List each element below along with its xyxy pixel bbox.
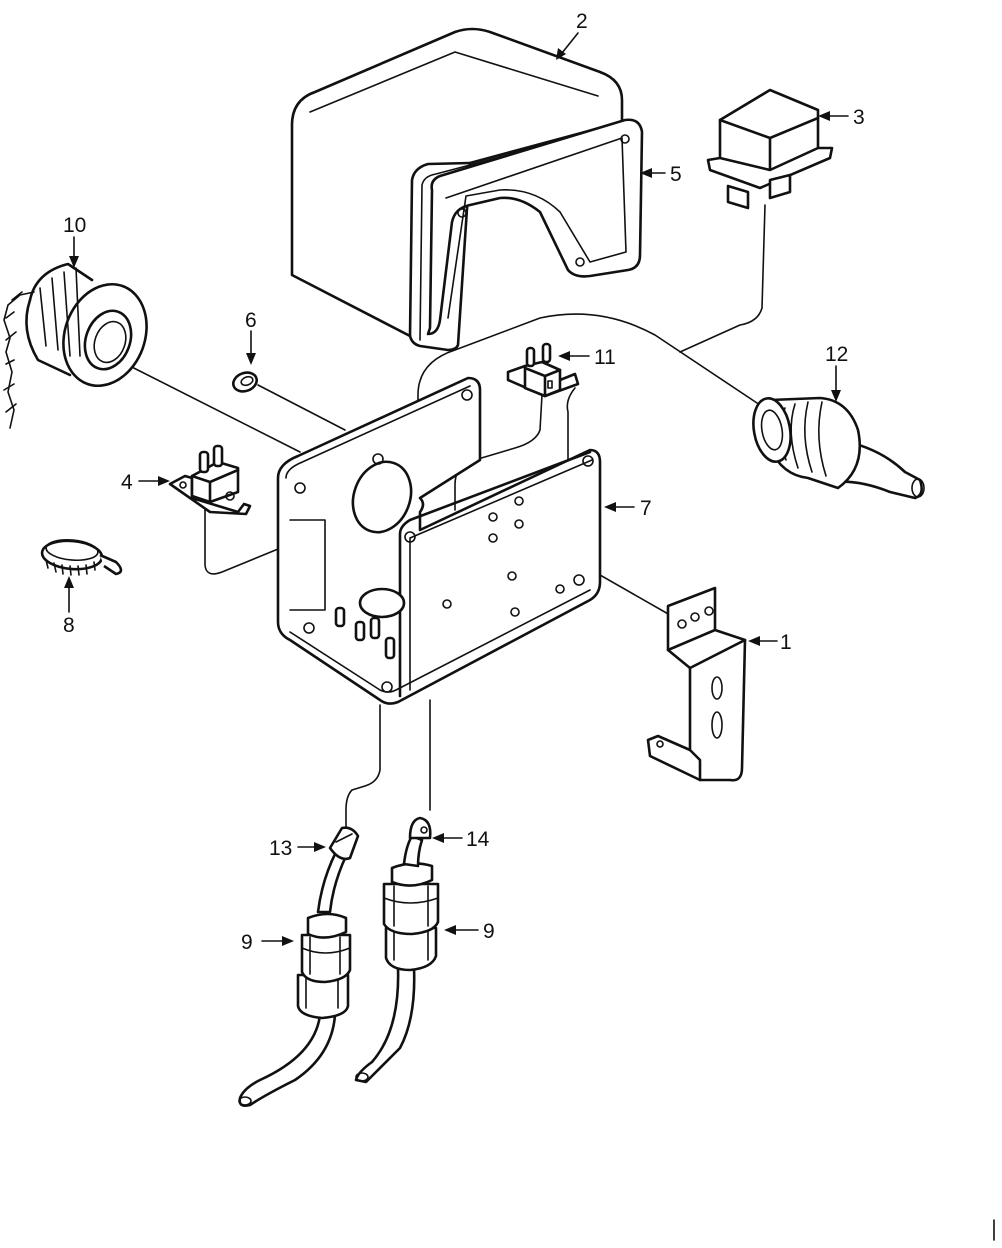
- grommet-part-6: [232, 371, 258, 393]
- relay-part-3: [706, 88, 834, 210]
- callout-11: 11: [594, 346, 616, 369]
- cable-assembly-left: [238, 826, 360, 1107]
- callout-12: 12: [825, 343, 848, 366]
- callout-5: 5: [670, 163, 682, 186]
- switch-part-4: [168, 444, 252, 516]
- callout-labels: 1 2 3 4 5 6 7 8 9 9 10 11 12 13 14: [63, 10, 865, 954]
- callout-1: 1: [780, 631, 792, 654]
- callout-7: 7: [640, 497, 652, 520]
- callout-13: 13: [269, 837, 292, 860]
- switch-part-11: [506, 342, 580, 398]
- callout-14: 14: [466, 828, 490, 851]
- callout-2: 2: [576, 10, 588, 33]
- connector-part-12: [752, 396, 925, 500]
- gasket-part-5: [426, 118, 644, 336]
- callout-8: 8: [63, 614, 75, 637]
- callout-6: 6: [245, 309, 257, 332]
- callout-9-left: 9: [241, 931, 253, 954]
- wiring-lines: [117, 204, 766, 829]
- callout-4: 4: [121, 471, 133, 494]
- callout-10: 10: [63, 214, 86, 237]
- cable-assembly-right: [354, 816, 440, 1084]
- cap-part-10: [3, 262, 148, 429]
- callout-9-right: 9: [483, 920, 495, 943]
- box-part-7: [276, 376, 602, 705]
- callout-3: 3: [853, 106, 865, 129]
- clamp-part-8: [40, 538, 123, 576]
- bracket-part-1: [646, 586, 747, 782]
- callout-leaders: [64, 32, 849, 946]
